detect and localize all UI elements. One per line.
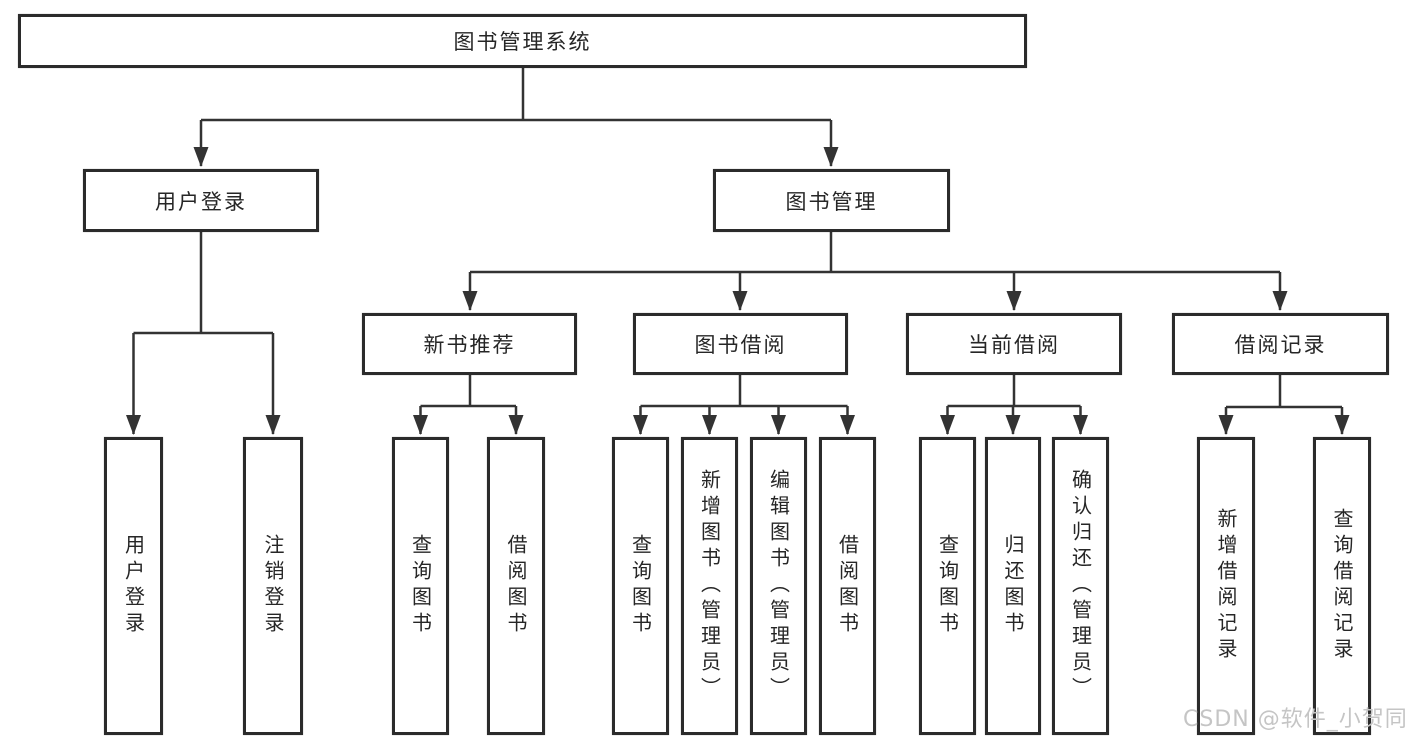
leaf-borrow-edit-book-admin: 编辑图书（管理员） <box>750 437 807 735</box>
csdn-watermark: CSDN @软件_小贺同学 <box>1183 707 1405 732</box>
leaf-borrow-add-book-admin: 新增图书（管理员） <box>681 437 738 735</box>
leaf-newbook-query-book: 查询图书 <box>392 437 449 735</box>
leaf-user-login: 用户登录 <box>104 437 163 735</box>
node-new-book-recommend: 新书推荐 <box>362 313 577 375</box>
node-library-system: 图书管理系统 <box>18 14 1027 68</box>
leaf-current-return-book: 归还图书 <box>985 437 1041 735</box>
node-user-login: 用户登录 <box>83 169 319 232</box>
leaf-current-confirm-return-admin: 确认归还（管理员） <box>1052 437 1109 735</box>
leaf-borrow-borrow-book: 借阅图书 <box>819 437 876 735</box>
node-book-management: 图书管理 <box>713 169 950 232</box>
node-book-borrow: 图书借阅 <box>633 313 848 375</box>
leaf-logout-login: 注销登录 <box>243 437 303 735</box>
leaf-current-query-book: 查询图书 <box>919 437 976 735</box>
leaf-newbook-borrow-book: 借阅图书 <box>487 437 545 735</box>
leaf-record-query-record: 查询借阅记录 <box>1313 437 1371 735</box>
node-borrow-record: 借阅记录 <box>1172 313 1389 375</box>
node-current-borrow: 当前借阅 <box>906 313 1122 375</box>
leaf-borrow-query-book: 查询图书 <box>612 437 669 735</box>
leaf-record-add-record: 新增借阅记录 <box>1197 437 1255 735</box>
